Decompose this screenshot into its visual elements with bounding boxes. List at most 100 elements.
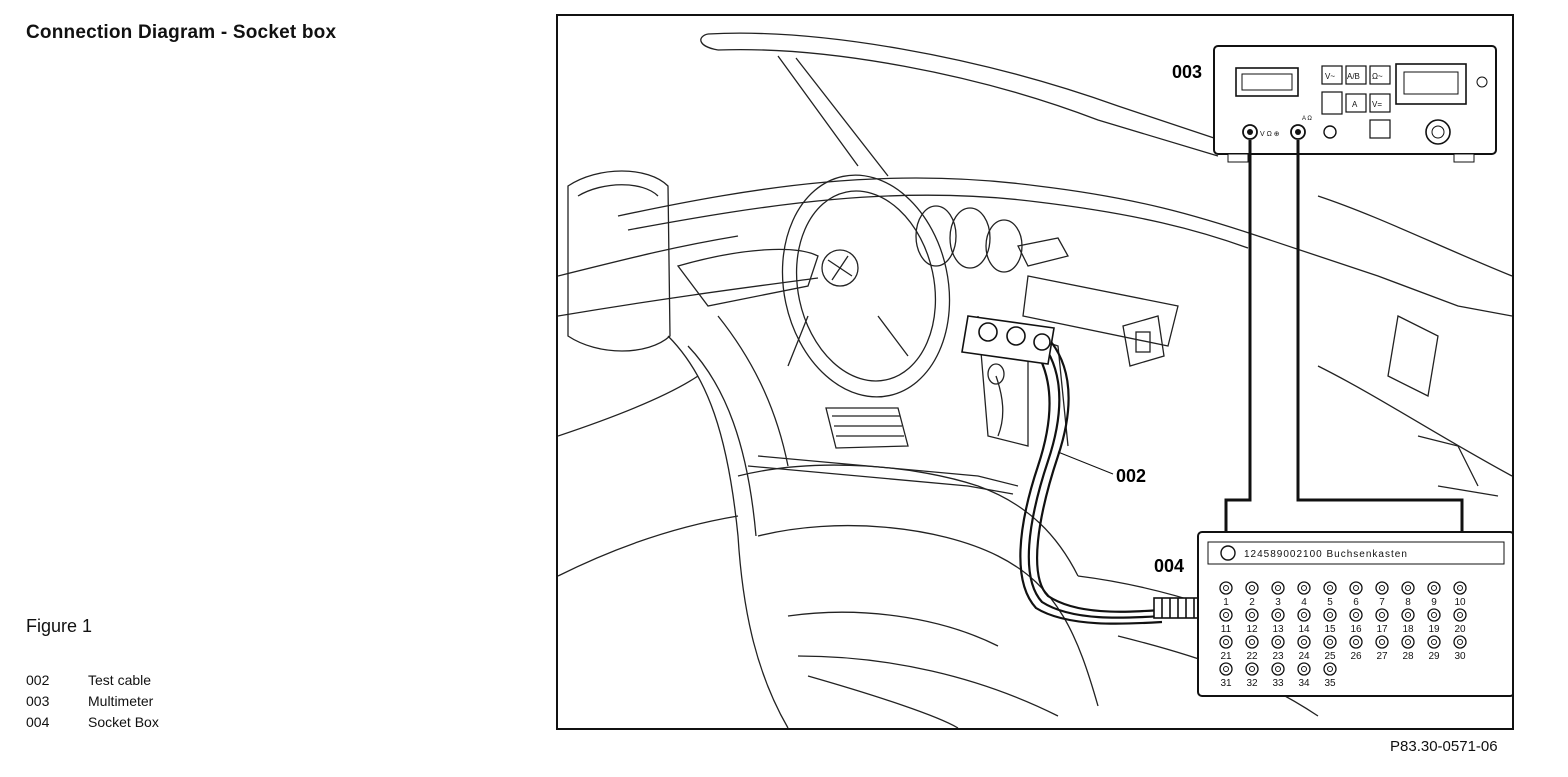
socket-label: 35: [1324, 678, 1336, 689]
socket-29: 29: [1427, 635, 1441, 662]
socket-label: 9: [1431, 597, 1437, 608]
socket-hole: [1379, 585, 1385, 591]
legend-item: 002 Test cable: [26, 670, 159, 691]
socket-label: 31: [1220, 678, 1232, 689]
socket-25: 25: [1323, 635, 1337, 662]
socket-27: 27: [1375, 635, 1389, 662]
socket-13: 13: [1271, 608, 1285, 635]
key-ab: [1345, 65, 1367, 85]
socket-hole: [1223, 585, 1229, 591]
socket-label: 25: [1324, 651, 1336, 662]
socket-icon: [1297, 662, 1311, 676]
socket-hole: [1327, 612, 1333, 618]
socket-icon: [1427, 608, 1441, 622]
socket-33: 33: [1271, 662, 1285, 689]
socket-label: 32: [1246, 678, 1258, 689]
socket-label: 29: [1428, 651, 1440, 662]
socket-14: 14: [1297, 608, 1311, 635]
socket-icon: [1271, 581, 1285, 595]
socket-box-logo-icon: [1220, 545, 1236, 561]
socket-hole: [1353, 612, 1359, 618]
socket-6: 6: [1349, 581, 1363, 608]
legend-text: Multimeter: [88, 693, 154, 709]
socket-icon: [1323, 608, 1337, 622]
socket-35: 35: [1323, 662, 1337, 689]
key-a: [1345, 93, 1367, 113]
socket-icon: [1401, 635, 1415, 649]
socket-label: 10: [1454, 597, 1466, 608]
socket-icon: [1219, 608, 1233, 622]
cable-connector-icon: [961, 315, 1055, 365]
socket-label: 17: [1376, 624, 1388, 635]
socket-30: 30: [1453, 635, 1467, 662]
test-cable: [1019, 331, 1163, 625]
socket-icon: [1453, 581, 1467, 595]
socket-label: 30: [1454, 651, 1466, 662]
key-blank: [1321, 91, 1343, 115]
socket-hole: [1327, 585, 1333, 591]
socket-label: 5: [1327, 597, 1333, 608]
socket-icon: [1349, 635, 1363, 649]
socket-hole: [1275, 639, 1281, 645]
socket-label: 24: [1298, 651, 1310, 662]
socket-hole: [1405, 612, 1411, 618]
socket-hole: [1223, 666, 1229, 672]
key-label: A/B: [1347, 72, 1360, 81]
key-v-ac: [1321, 65, 1343, 85]
socket-hole: [1405, 639, 1411, 645]
terminal-label: V Ω ⊕: [1260, 131, 1280, 138]
socket-17: 17: [1375, 608, 1389, 635]
socket-icon: [1271, 662, 1285, 676]
socket-24: 24: [1297, 635, 1311, 662]
socket-label: 20: [1454, 624, 1466, 635]
socket-hole: [1249, 666, 1255, 672]
socket-label: 22: [1246, 651, 1258, 662]
key-label: A: [1352, 100, 1358, 109]
socket-icon: [1271, 635, 1285, 649]
socket-icon: [1453, 608, 1467, 622]
terminal-a: [1323, 125, 1337, 139]
car-interior-drawing: [558, 32, 1512, 728]
page-title: Connection Diagram - Socket box: [26, 22, 337, 43]
socket-31: 31: [1219, 662, 1233, 689]
multimeter: V~ A/B Ω~ A V= V Ω ⊕ A Ω: [1213, 45, 1497, 163]
socket-icon: [1427, 581, 1441, 595]
socket-hole: [1275, 612, 1281, 618]
socket-4: 4: [1297, 581, 1311, 608]
socket-23: 23: [1271, 635, 1285, 662]
figure-id: P83.30-0571-06: [1390, 738, 1498, 755]
socket-label: 19: [1428, 624, 1440, 635]
socket-34: 34: [1297, 662, 1311, 689]
socket-hole: [1223, 639, 1229, 645]
socket-3: 3: [1271, 581, 1285, 608]
socket-icon: [1219, 581, 1233, 595]
socket-hole: [1275, 666, 1281, 672]
key-label: Ω~: [1372, 72, 1383, 81]
figure-label: Figure 1: [26, 616, 93, 636]
socket-22: 22: [1245, 635, 1259, 662]
socket-hole: [1353, 585, 1359, 591]
socket-hole: [1431, 612, 1437, 618]
socket-icon: [1401, 581, 1415, 595]
display-left: [1235, 67, 1299, 97]
key-v-dc: [1369, 93, 1391, 113]
diagram-frame: 002 V~ A/B Ω~ A V=: [556, 14, 1514, 730]
socket-hole: [1301, 639, 1307, 645]
socket-hole: [1431, 639, 1437, 645]
socket-label: 6: [1353, 597, 1359, 608]
socket-icon: [1271, 608, 1285, 622]
legend-item: 004 Socket Box: [26, 712, 159, 733]
socket-label: 11: [1221, 624, 1232, 635]
socket-label: 27: [1376, 651, 1388, 662]
socket-box-header: 124589002100 Buchsenkasten: [1244, 549, 1408, 560]
legend-text: Test cable: [88, 672, 152, 688]
socket-16: 16: [1349, 608, 1363, 635]
socket-hole: [1353, 639, 1359, 645]
socket-hole: [1457, 612, 1463, 618]
socket-icon: [1219, 662, 1233, 676]
socket-hole: [1275, 585, 1281, 591]
socket-hole: [1457, 639, 1463, 645]
cable-plug-icon: [1153, 597, 1201, 619]
